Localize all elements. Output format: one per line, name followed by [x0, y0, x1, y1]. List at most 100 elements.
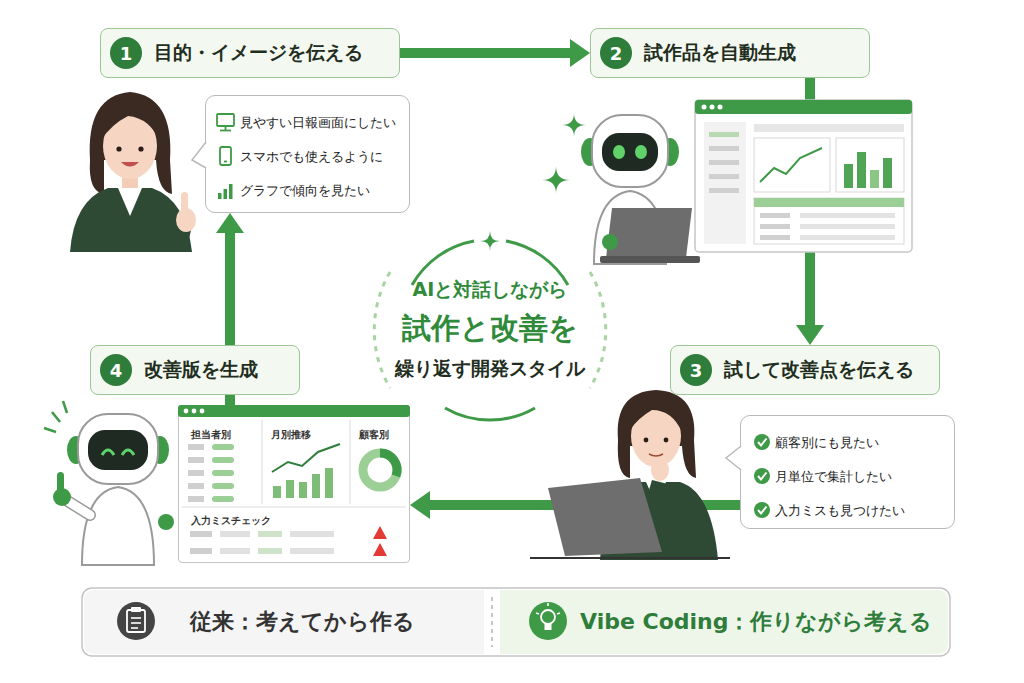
sparkle-icon — [542, 113, 586, 194]
app-screen — [800, 224, 895, 229]
screen-label: 担当者別 — [191, 428, 231, 442]
app-screen — [695, 100, 912, 252]
step-number: 4 — [100, 354, 132, 386]
person-illustration — [630, 396, 682, 432]
step-title: 試して改善点を伝える — [724, 357, 914, 383]
screen-label: 顧客別 — [359, 428, 389, 442]
band-frame — [82, 588, 950, 656]
app-screen — [709, 188, 739, 193]
app-screen — [709, 146, 739, 151]
app-screen — [695, 100, 912, 252]
bubble-item: 顧客別にも見たい — [775, 426, 948, 460]
app-screen — [883, 158, 892, 188]
step-number: 3 — [680, 354, 712, 386]
person-illustration — [530, 390, 730, 560]
step-header: 4 改善版を生成 — [90, 345, 300, 395]
bubble-item: 見やすい日報画面にしたい — [240, 106, 403, 140]
app-screen — [709, 132, 739, 137]
person-illustration — [138, 146, 143, 151]
robot-illustration — [82, 487, 154, 565]
person-illustration — [101, 103, 160, 142]
robot-illustration — [635, 145, 647, 159]
app-screen — [800, 213, 895, 218]
sparkle-icon — [542, 166, 570, 194]
robot-illustration — [600, 256, 700, 263]
step-title: 改善版を生成 — [144, 357, 258, 383]
app-screen — [709, 174, 739, 179]
app-screen — [704, 122, 746, 244]
arrow-head — [410, 491, 430, 519]
center-text: 繰り返す開発スタイル — [345, 350, 635, 386]
sparkle-icon — [480, 231, 500, 251]
center-text: 試作と改善を — [345, 306, 635, 350]
arrow-head — [570, 39, 590, 67]
app-screen — [695, 100, 912, 114]
robot-illustration — [102, 450, 114, 455]
speech-bubble: 見やすい日報画面にしたいスマホでも使えるようにグラフで傾向を見たい — [205, 95, 410, 213]
app-screen — [754, 198, 904, 244]
bubble-item: グラフで傾向を見たい — [240, 174, 403, 208]
person-illustration — [70, 188, 192, 252]
bubble-item: スマホでも使えるように — [240, 140, 403, 174]
screen-label: 入力ミスチェック — [191, 514, 271, 528]
robot-illustration — [158, 514, 174, 530]
person-illustration — [548, 478, 662, 556]
person-illustration — [116, 146, 121, 151]
band-frame — [82, 588, 950, 656]
app-screen — [754, 124, 904, 132]
robot-illustration — [592, 115, 668, 187]
person-illustration — [70, 92, 196, 252]
comparison-band: Vibe Coding：作りながら考える — [500, 590, 948, 654]
step-header: 3 試して改善点を伝える — [670, 345, 940, 395]
comparison-band: 従来：考えてから作る — [84, 590, 484, 654]
step-title: 目的・イメージを伝える — [154, 40, 363, 66]
step-number: 2 — [600, 37, 632, 69]
cycle-ring — [590, 272, 606, 388]
person-illustration — [118, 188, 142, 216]
arrow-head — [796, 325, 824, 345]
app-screen — [760, 213, 790, 218]
app-screen — [857, 152, 866, 188]
app-screen — [718, 105, 723, 110]
screen-label: 月別推移 — [271, 428, 311, 442]
app-screen — [760, 148, 822, 182]
robot-illustration — [66, 500, 90, 515]
sparkle-icon — [562, 113, 586, 137]
arrow-head — [216, 213, 244, 233]
robot-illustration — [44, 428, 56, 432]
app-screen — [709, 160, 739, 165]
center-message: AIと対話しながら試作と改善を繰り返す開発スタイル — [345, 268, 635, 392]
robot-illustration — [52, 412, 60, 422]
app-screen — [836, 138, 904, 192]
cycle-ring — [374, 272, 390, 388]
app-screen — [754, 198, 904, 207]
person-illustration — [651, 459, 669, 481]
robot-illustration — [63, 401, 67, 413]
bubble-item: 入力ミスも見つけたい — [775, 494, 948, 528]
bubble-tail — [192, 142, 206, 168]
speech-bubble: 顧客別にも見たい月単位で集計したい入力ミスも見つけたい — [740, 415, 955, 529]
step-title: 試作品を自動生成 — [644, 40, 796, 66]
person-illustration — [90, 92, 172, 194]
sparkle-icon — [480, 231, 500, 251]
cycle-ring — [445, 408, 535, 420]
bubble-item: 月単位で集計したい — [775, 460, 948, 494]
step-header: 2 試作品を自動生成 — [590, 28, 870, 78]
robot-illustration — [122, 450, 134, 455]
app-screen — [800, 235, 895, 240]
robot-illustration — [88, 430, 148, 470]
person-illustration — [649, 454, 663, 456]
person-illustration — [664, 438, 669, 443]
center-text: AIと対話しながら — [345, 272, 635, 306]
robot-illustration — [613, 145, 625, 159]
step-number: 1 — [110, 37, 142, 69]
app-screen — [754, 138, 830, 192]
person-illustration — [121, 162, 139, 167]
robot-illustration — [57, 472, 64, 494]
arrow-shaft — [400, 48, 574, 58]
app-screen — [702, 105, 707, 110]
app-screen — [844, 164, 853, 188]
robot-illustration — [44, 401, 174, 565]
step-header: 1 目的・イメージを伝える — [100, 28, 400, 78]
